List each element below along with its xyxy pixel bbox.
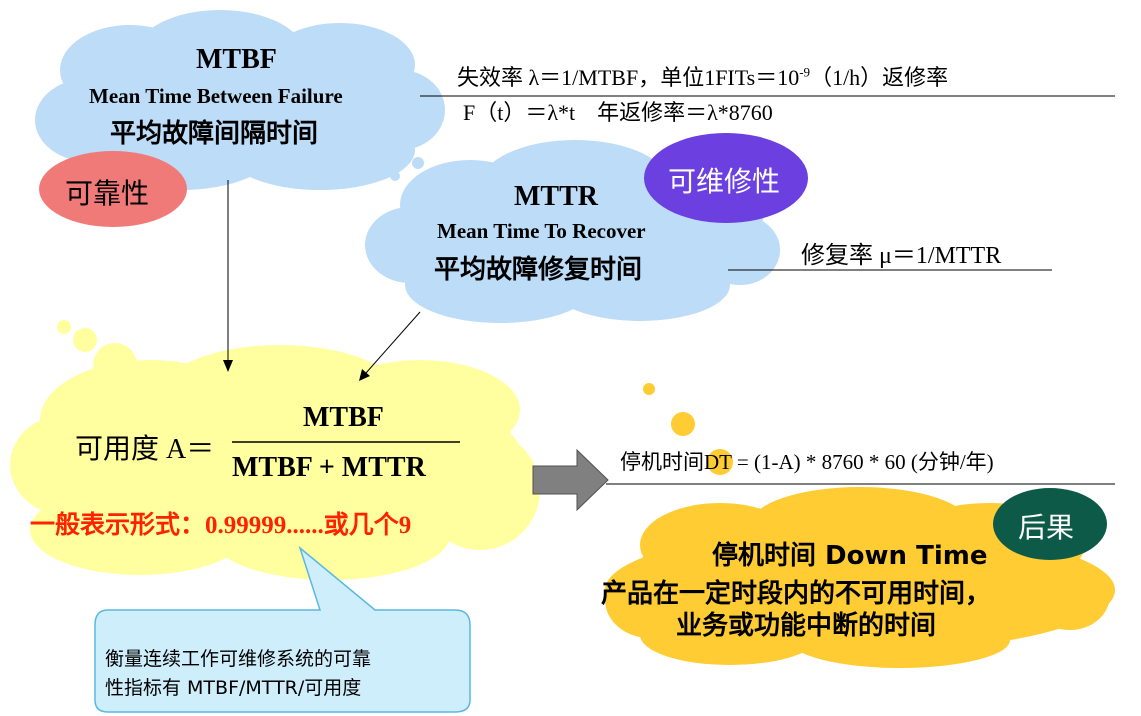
bubble-large bbox=[707, 449, 733, 475]
mtbf-cloud bbox=[35, 10, 445, 190]
mtbf-to-availability-arrow bbox=[223, 180, 233, 372]
mtbf-full-name: Mean Time Between Failure bbox=[89, 84, 343, 108]
availability-label: 可用度 A＝ bbox=[75, 434, 215, 465]
downtime-desc1: 产品在一定时段内的不可用时间， bbox=[601, 579, 992, 609]
consequence-badge-label: 后果 bbox=[1018, 511, 1075, 544]
fraction-denominator: MTBF + MTTR bbox=[232, 452, 426, 483]
mtbf-chinese-name: 平均故障间隔时间 bbox=[110, 119, 319, 149]
availability-cloud bbox=[10, 320, 540, 580]
note-callout bbox=[94, 545, 471, 713]
mtbf-formula-line1: 失效率 λ＝1/MTBF，单位1FITs＝10-9（1/h）返修率 bbox=[457, 60, 948, 92]
fraction-numerator: MTBF bbox=[303, 402, 384, 433]
downtime-formula: 停机时间DT = (1-A) * 8760 * 60 (分钟/年) bbox=[620, 450, 994, 474]
mttr-formula: 修复率 μ＝1/MTTR bbox=[801, 243, 1002, 269]
mtbf-formula-line1-tail: （1/h）返修率 bbox=[810, 65, 949, 90]
mtbf-formula-line2: F（t）＝λ*t 年返修率＝λ*8760 bbox=[463, 100, 773, 125]
reliability-badge-label: 可靠性 bbox=[65, 177, 150, 210]
downtime-title: 停机时间 Down Time bbox=[712, 541, 988, 571]
maintainability-badge-label: 可维修性 bbox=[668, 165, 781, 198]
right-arrow bbox=[532, 448, 609, 512]
note-line1: 衡量连续工作可维修系统的可靠 bbox=[105, 648, 372, 670]
consequence-badge-shape bbox=[993, 488, 1107, 560]
mttr-cloud bbox=[365, 140, 780, 323]
mttr-full-name: Mean Time To Recover bbox=[437, 219, 646, 243]
mtbf-abbr: MTBF bbox=[196, 44, 277, 75]
downtime-cloud bbox=[605, 487, 1115, 668]
mtbf-formula-line1-exp: -9 bbox=[799, 64, 811, 80]
mttr-abbr: MTTR bbox=[514, 181, 598, 212]
bubble-small bbox=[643, 383, 655, 395]
maintainability-badge-shape bbox=[644, 133, 808, 223]
mtbf-formula-line1-main: 失效率 λ＝1/MTBF，单位1FITs＝10 bbox=[457, 65, 800, 90]
mttr-to-availability-arrow bbox=[359, 311, 421, 381]
bubble-medium bbox=[671, 412, 695, 436]
general-form: 一般表示形式：0.99999......或几个9 bbox=[30, 512, 412, 539]
downtime-desc2: 业务或功能中断的时间 bbox=[676, 611, 937, 641]
reliability-badge-shape bbox=[39, 151, 187, 227]
mttr-chinese-name: 平均故障修复时间 bbox=[434, 255, 643, 285]
note-line2: 性指标有 MTBF/MTTR/可用度 bbox=[105, 677, 362, 699]
